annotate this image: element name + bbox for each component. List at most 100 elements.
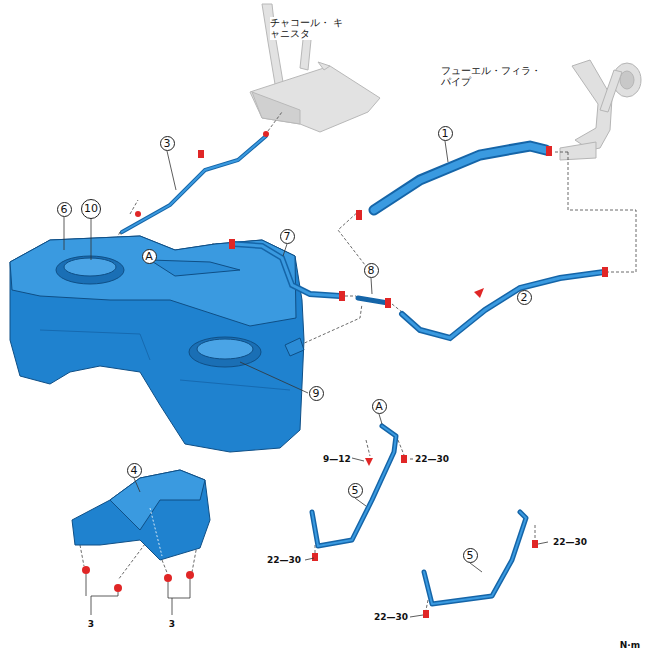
illustration-part bbox=[82, 566, 90, 574]
illustration-part bbox=[86, 574, 87, 596]
illustration-part bbox=[538, 542, 548, 544]
illustration-part bbox=[189, 337, 261, 367]
heat-shield bbox=[72, 470, 210, 560]
illustration-part bbox=[56, 256, 124, 284]
illustration-part bbox=[546, 146, 552, 156]
illustration-part bbox=[445, 141, 448, 162]
illustration-part bbox=[312, 426, 396, 546]
illustration-part bbox=[424, 512, 526, 604]
illustration-part bbox=[114, 584, 122, 592]
illustration-part bbox=[358, 298, 388, 303]
illustration-part bbox=[535, 525, 536, 540]
illustration-part bbox=[134, 478, 140, 492]
illustration-part bbox=[64, 217, 65, 250]
illustration-part bbox=[240, 362, 308, 393]
torque-value: 22—30 bbox=[552, 537, 588, 547]
illustration-part bbox=[402, 272, 604, 338]
illustration-part bbox=[167, 151, 176, 190]
illustration-part bbox=[234, 244, 340, 296]
illustration-part bbox=[532, 540, 538, 548]
fuel-filler-pipe bbox=[560, 60, 641, 160]
illustration-part bbox=[474, 288, 484, 298]
illustration-part bbox=[620, 71, 634, 89]
illustration-part bbox=[392, 304, 402, 312]
illustration-part bbox=[366, 440, 370, 456]
callout-number: 1 bbox=[438, 126, 453, 141]
illustration-part bbox=[312, 553, 318, 561]
illustration-part bbox=[122, 136, 266, 232]
illustration-part bbox=[424, 512, 526, 604]
illustration-part bbox=[402, 272, 604, 338]
illustration-part bbox=[150, 260, 240, 276]
torque-value: N·m bbox=[619, 640, 641, 650]
illustration-part bbox=[560, 142, 596, 160]
callout-number: 6 bbox=[57, 202, 72, 217]
illustration-part bbox=[168, 582, 172, 615]
illustration-part bbox=[180, 380, 290, 390]
illustration-part bbox=[356, 210, 362, 220]
illustration-part bbox=[234, 244, 340, 296]
charcoal-canister bbox=[250, 4, 380, 132]
illustration-part bbox=[305, 558, 314, 560]
illustration-part bbox=[355, 498, 366, 506]
leader-line bbox=[64, 141, 548, 617]
illustration-part bbox=[150, 508, 162, 556]
illustration-part bbox=[252, 92, 300, 124]
illustration-part bbox=[365, 458, 373, 466]
tank-strap bbox=[312, 426, 526, 604]
illustration-part bbox=[250, 66, 380, 132]
illustration-part bbox=[423, 610, 429, 618]
illustration-part bbox=[318, 62, 330, 70]
illustration-part bbox=[10, 236, 304, 452]
callout-number: 4 bbox=[127, 463, 142, 478]
part-name: フューエル・フィラ・ パイプ bbox=[441, 65, 549, 88]
illustration-part bbox=[10, 236, 296, 326]
callout-number: 7 bbox=[280, 229, 295, 244]
torque-value: 22—30 bbox=[373, 612, 409, 622]
callout-number: A bbox=[142, 249, 157, 264]
callout-number: 5 bbox=[348, 483, 363, 498]
illustration-part bbox=[72, 470, 210, 560]
illustration-part bbox=[300, 304, 362, 345]
illustration-part bbox=[470, 563, 482, 572]
callout-number: 8 bbox=[364, 263, 379, 278]
illustration-part bbox=[285, 338, 304, 356]
illustration-part bbox=[371, 278, 372, 294]
illustration-part bbox=[229, 239, 235, 249]
illustration-part bbox=[135, 211, 141, 217]
illustration-part bbox=[385, 298, 391, 308]
callout-number: 2 bbox=[517, 290, 532, 305]
callout-number: 5 bbox=[463, 548, 478, 563]
illustration-part bbox=[110, 470, 205, 530]
illustration-part bbox=[91, 592, 118, 615]
callout-number: A bbox=[372, 399, 387, 414]
illustration-part bbox=[555, 152, 568, 153]
callout-number: 3 bbox=[160, 136, 175, 151]
part-name: チャコール・ キャニスタ bbox=[270, 17, 348, 40]
illustration-part bbox=[600, 70, 622, 112]
illustration-part bbox=[410, 615, 423, 617]
illustration-part bbox=[263, 131, 269, 137]
callout-number: 9 bbox=[309, 386, 324, 401]
fuel-tank bbox=[10, 236, 304, 452]
illustration-part bbox=[568, 152, 636, 272]
callout-number: 10 bbox=[81, 199, 101, 219]
illustration-part bbox=[398, 440, 404, 455]
illustration-part bbox=[197, 339, 253, 359]
illustration-part bbox=[164, 574, 172, 582]
illustration-part bbox=[401, 455, 407, 463]
torque-value: 9—12 bbox=[322, 454, 352, 464]
illustration-part bbox=[198, 150, 204, 158]
illustration-part bbox=[122, 136, 266, 232]
illustration-part bbox=[374, 146, 546, 210]
illustration-part bbox=[91, 217, 92, 260]
illustration-part bbox=[283, 244, 287, 256]
illustration-part bbox=[162, 560, 168, 575]
illustration-part bbox=[339, 291, 345, 301]
illustration-part bbox=[374, 146, 546, 210]
torque-value: 3 bbox=[168, 619, 176, 629]
illustration-part bbox=[426, 600, 428, 610]
illustration-part bbox=[118, 540, 148, 580]
